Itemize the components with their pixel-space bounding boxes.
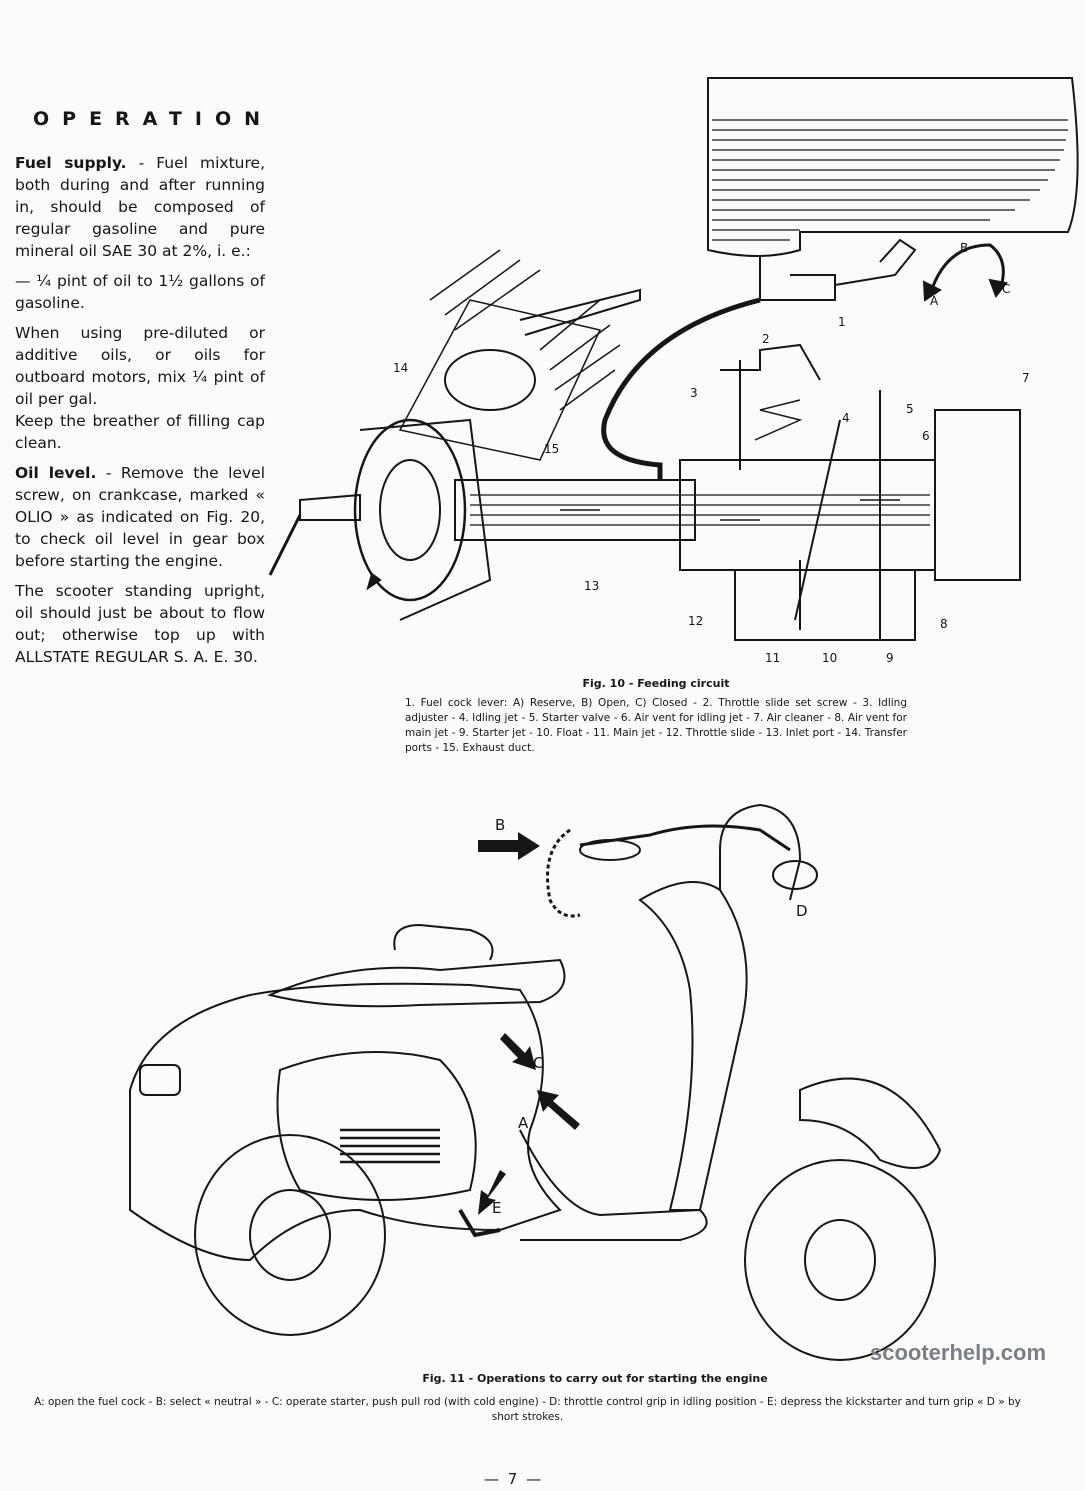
fig11-callout-letters: B C A D E (492, 816, 808, 1217)
rear-body (129, 982, 562, 1262)
fuel-line (601, 297, 761, 480)
label-4: 4 (842, 411, 850, 425)
airflow-arrows (560, 499, 900, 521)
label-9: 9 (886, 651, 894, 665)
fuel-level-hatching (712, 119, 1068, 241)
paragraph-prediluted: When using pre-diluted or additive oils,… (15, 324, 265, 408)
watermark-text: scooterhelp.com (870, 1340, 1047, 1365)
label-7: 7 (1022, 371, 1030, 385)
fuel-supply-text: - Fuel mixture, both during and after ru… (15, 154, 265, 260)
label-A: A (930, 294, 939, 308)
fig10-caption: Fig. 10 - Feeding circuit 1. Fuel cock l… (405, 676, 907, 756)
seat-grab-handle (393, 923, 494, 961)
label-13: 13 (584, 579, 599, 593)
label-E-fig11: E (492, 1199, 501, 1217)
throttle-grip (772, 860, 818, 890)
page-number: — 7 — (484, 1470, 544, 1488)
label-C: C (1002, 282, 1010, 296)
paragraph-oil-level: Oil level. - Remove the level screw, on … (15, 462, 265, 572)
rear-wheel (194, 1134, 386, 1336)
crankshaft (299, 493, 361, 521)
fig10-callout-numbers: 1 2 3 4 5 6 7 8 9 10 11 12 13 14 15 A B … (393, 241, 1030, 665)
arrow-B (478, 832, 540, 860)
label-14: 14 (393, 361, 408, 375)
oil-level-text: - Remove the level screw, on crankcase, … (15, 464, 265, 570)
label-2: 2 (762, 332, 770, 346)
label-1: 1 (838, 315, 846, 329)
crankcase (359, 418, 492, 621)
engine-cowl (276, 1051, 477, 1201)
fig10-feeding-circuit-diagram: 1 2 3 4 5 6 7 8 9 10 11 12 13 14 15 A B … (268, 77, 1079, 665)
fuel-cock (759, 255, 836, 301)
floorboard (519, 1129, 708, 1241)
float-chamber (734, 569, 916, 641)
label-D-fig11: D (796, 902, 808, 920)
seat (266, 958, 566, 1008)
arrow-A (537, 1090, 580, 1130)
label-11: 11 (765, 651, 780, 665)
label-C-fig11: C (533, 1054, 543, 1072)
label-12: 12 (688, 614, 703, 628)
label-B-fig11: B (495, 816, 505, 834)
label-A-fig11: A (518, 1114, 529, 1132)
inlet-duct (454, 479, 696, 541)
leg-shield (638, 881, 748, 1211)
fig11-caption-title: Fig. 11 - Operations to carry out for st… (422, 1372, 768, 1385)
arrow-E (478, 1170, 506, 1215)
fuel-cock-lever (834, 238, 917, 286)
fig11-scooter-illustration: B C A D E (129, 803, 942, 1361)
airflow-lines (470, 494, 930, 526)
label-15: 15 (544, 442, 559, 456)
tail-light (139, 1064, 181, 1096)
paragraph-fuel-supply: Fuel supply. - Fuel mixture, both during… (15, 152, 265, 262)
label-8: 8 (940, 617, 948, 631)
fuel-supply-title: Fuel supply. (15, 154, 127, 172)
front-mudguard (799, 1077, 942, 1169)
handlebar-grip-left (579, 839, 641, 861)
spark-plug (519, 288, 641, 336)
fig10-legend: 1. Fuel cock lever: A) Reserve, B) Open,… (405, 697, 907, 754)
arrow-C (500, 1033, 536, 1070)
gear-selector-arrow (546, 828, 581, 918)
label-10: 10 (822, 651, 837, 665)
piston (444, 349, 536, 411)
paragraph-breather: Keep the breather of filling cap clean. (15, 412, 265, 452)
air-cleaner (934, 409, 1021, 581)
fig10-caption-title: Fig. 10 - Feeding circuit (582, 677, 730, 690)
cowl-vents (340, 1128, 440, 1164)
body-text-column: Fuel supply. - Fuel mixture, both during… (15, 152, 265, 676)
return-spring (754, 399, 803, 441)
paragraph-upright: The scooter standing upright, oil should… (15, 582, 265, 666)
fig11-legend: A: open the fuel cock - B: select « neut… (34, 1396, 1021, 1423)
label-6: 6 (922, 429, 930, 443)
oil-level-title: Oil level. (15, 464, 97, 482)
handlebar (579, 824, 791, 852)
cylinder-head (398, 249, 621, 461)
label-5: 5 (906, 402, 914, 416)
fuel-tank (707, 77, 1079, 257)
label-3: 3 (690, 386, 698, 400)
throttle-slide (720, 343, 821, 470)
fuel-cock-arrow (928, 243, 1005, 296)
front-wheel (744, 1159, 936, 1361)
label-B: B (960, 241, 968, 255)
idling-jet (794, 419, 841, 621)
section-heading: OPERATION (33, 108, 273, 130)
steering-column (719, 803, 802, 901)
kickstarter (458, 1208, 501, 1238)
flywheel (353, 418, 467, 602)
paragraph-ratio: — ¼ pint of oil to 1½ gallons of gasolin… (15, 272, 265, 312)
fig11-callout-arrows (478, 832, 580, 1215)
